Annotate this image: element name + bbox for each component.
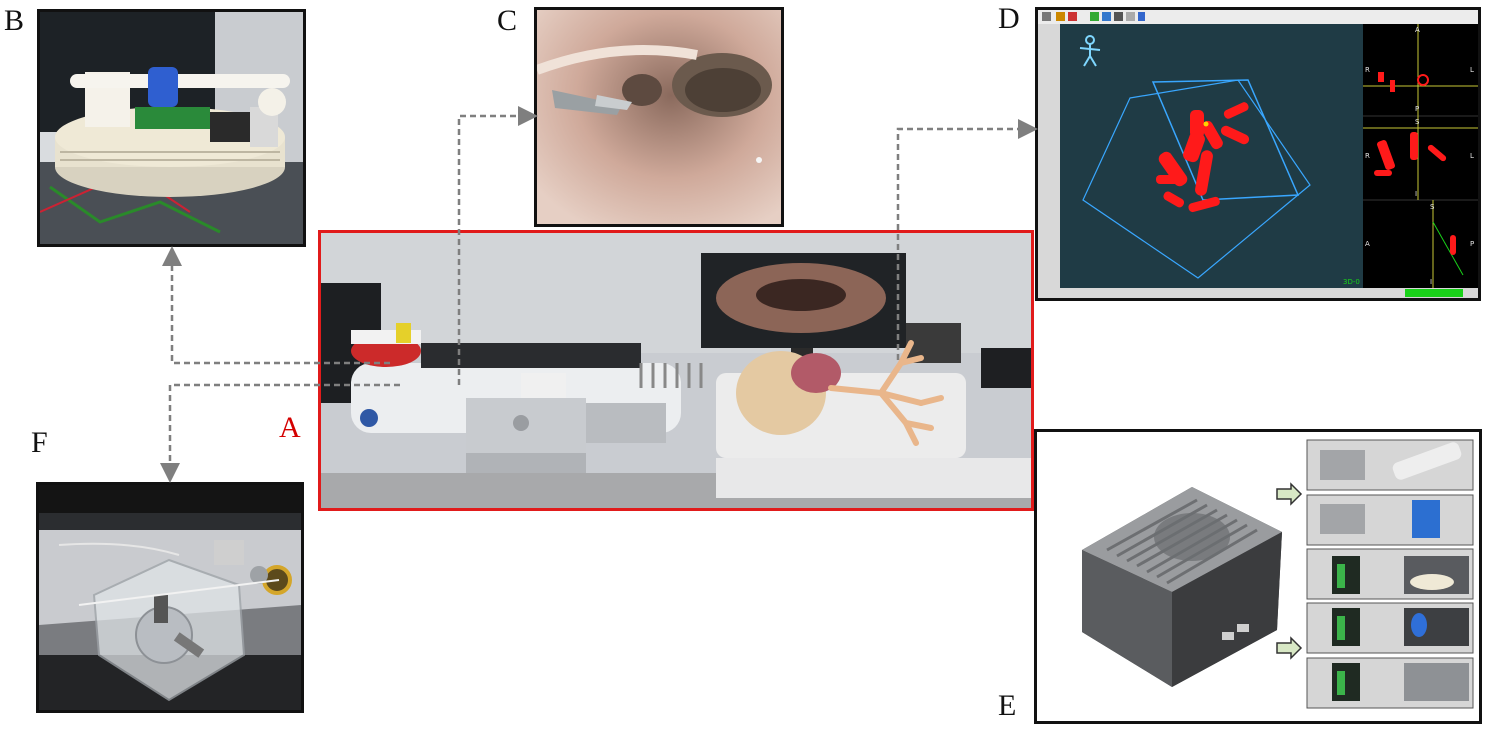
pane3-left-label: A	[1365, 240, 1370, 248]
panel-e-photo	[1034, 429, 1482, 724]
panel-label-e: E	[998, 689, 1017, 722]
panel-label-b: B	[4, 4, 25, 37]
pane1-top-label: A	[1415, 26, 1420, 34]
panel-label-d: D	[998, 2, 1020, 35]
panel-a-photo	[318, 230, 1034, 511]
panel-label-a: A	[279, 411, 301, 444]
pane3-top-label: S	[1430, 203, 1435, 211]
pane1-left-label: R	[1365, 66, 1370, 74]
panel-label-f: F	[31, 426, 48, 459]
panel-b-photo	[37, 9, 306, 247]
pane2-top-label: S	[1415, 118, 1420, 126]
pane1-right-label: L	[1470, 66, 1474, 74]
view3d-label: 3D-0	[1343, 278, 1360, 286]
panel-c-photo	[534, 7, 784, 227]
panel-label-c: C	[497, 4, 518, 37]
pane2-bottom-label: I	[1415, 190, 1417, 198]
pane2-right-label: L	[1470, 152, 1474, 160]
pane1-bottom-label: P	[1415, 105, 1419, 113]
pane3-bottom-label: I	[1430, 278, 1432, 286]
pane3-right-label: P	[1470, 240, 1474, 248]
pane2-left-label: R	[1365, 152, 1370, 160]
panel-d-screenshot: 3D-0 A R L P S R L I S A	[1035, 7, 1481, 301]
panel-f-photo	[36, 482, 304, 713]
